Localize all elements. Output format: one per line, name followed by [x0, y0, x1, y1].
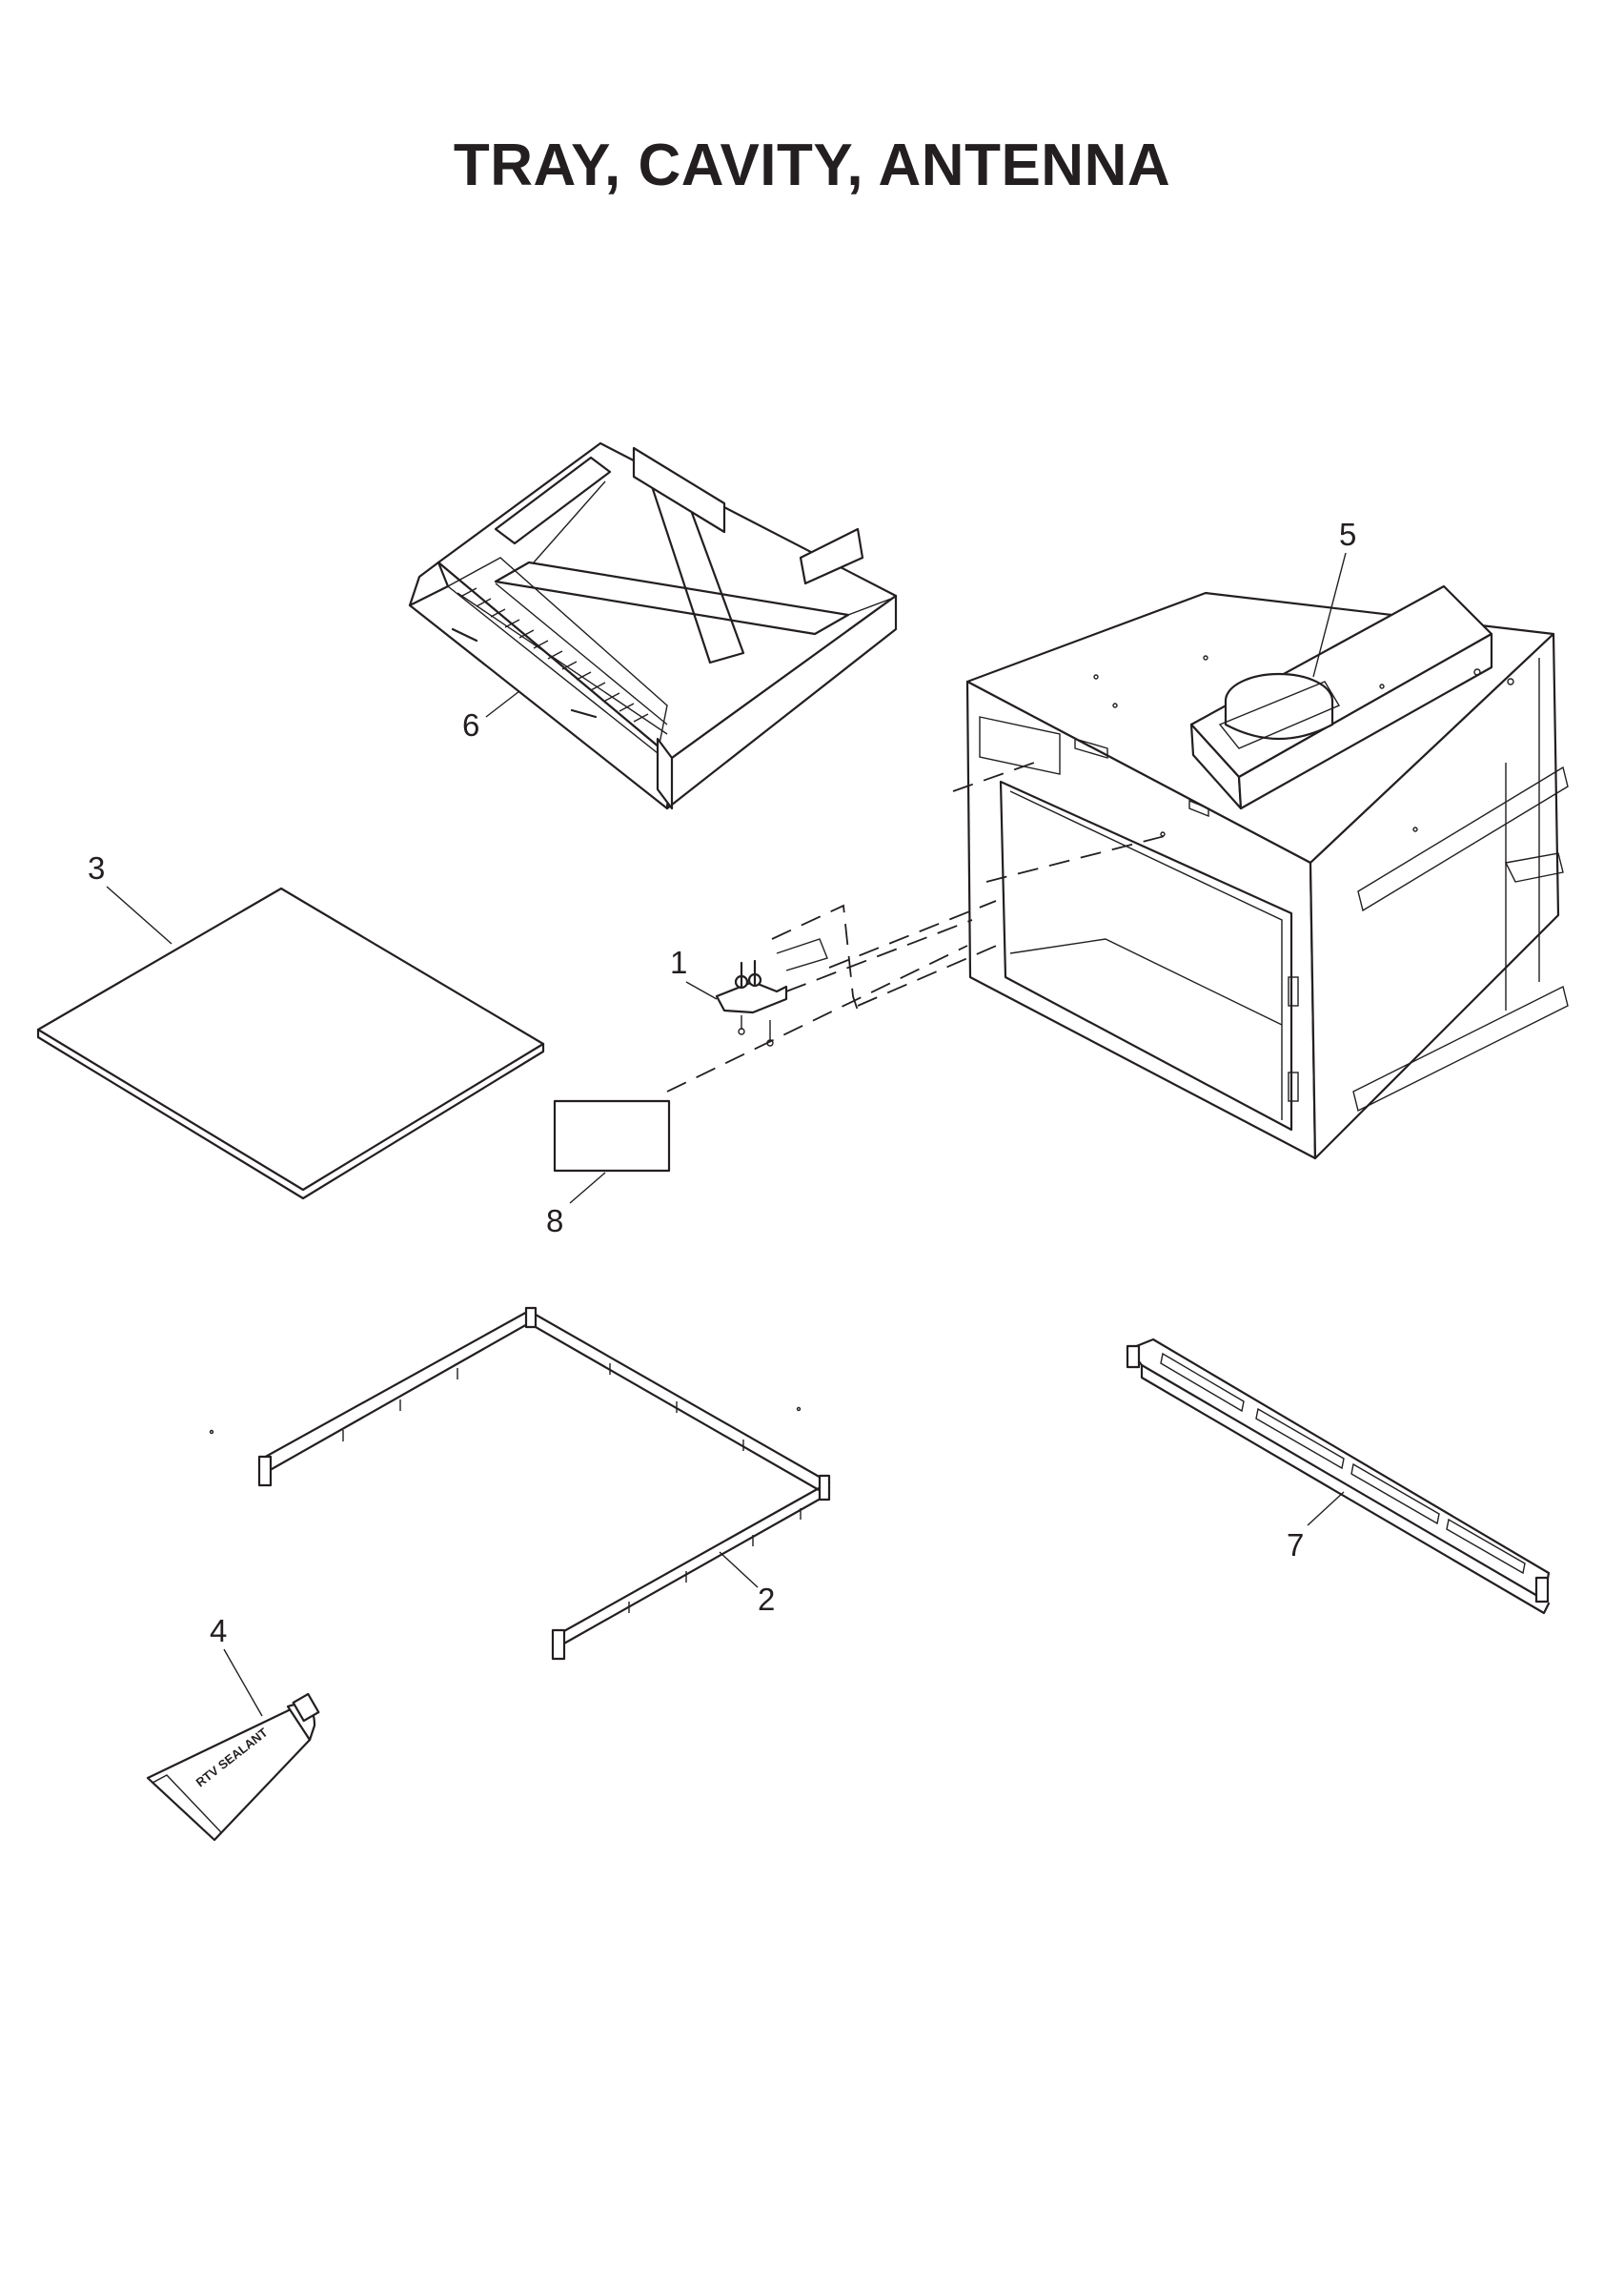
cavity-part: [965, 584, 1569, 1160]
callout-7: 7: [1287, 1527, 1304, 1563]
page-title: TRAY, CAVITY, ANTENNA: [453, 133, 1171, 198]
callout-1: 1: [670, 945, 687, 980]
callout-5: 5: [1339, 517, 1356, 552]
callout-2: 2: [758, 1582, 775, 1617]
callout-6: 6: [462, 707, 479, 743]
sheet-part: [36, 887, 545, 1200]
leader-lines: [106, 552, 1347, 1717]
callout-3: 3: [88, 850, 105, 886]
callout-4: 4: [210, 1613, 227, 1648]
sealant-tube-part: RTV SEALANT: [146, 1692, 320, 1842]
label-card-part: [553, 1099, 671, 1173]
callout-8: 8: [546, 1203, 563, 1238]
antenna-part: [715, 938, 828, 1047]
vent-grille-part: [1126, 1338, 1551, 1615]
tray-part: [408, 441, 898, 810]
tray-frame-part: [209, 1306, 831, 1661]
callout-labels: 1 2 3 4 5 6 7 8: [88, 517, 1356, 1648]
assembly-dash-lines: [666, 762, 1173, 1093]
